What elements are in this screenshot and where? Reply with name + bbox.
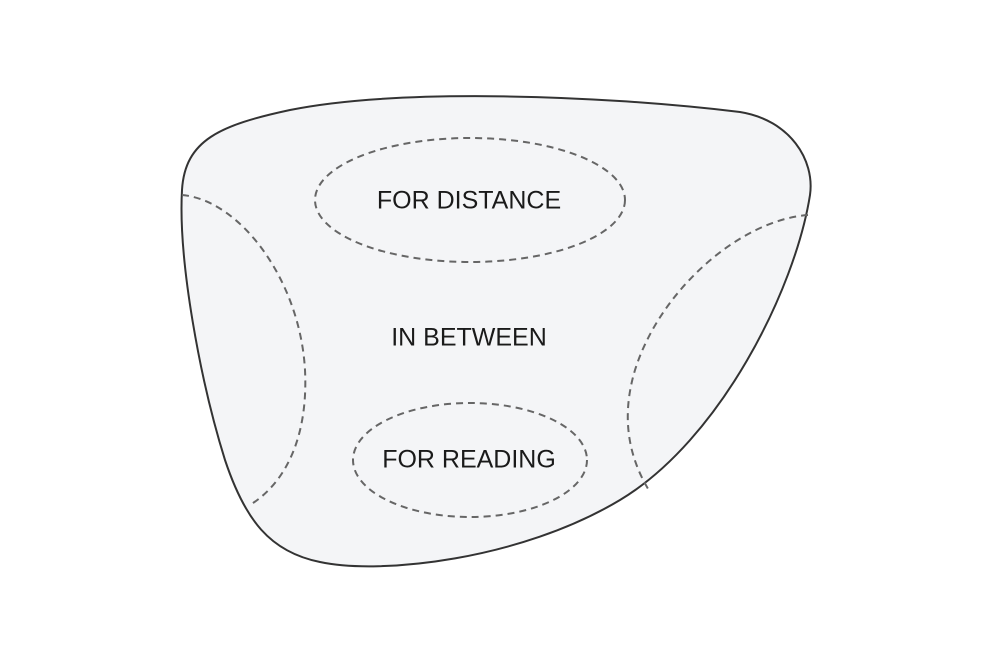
distance-zone-label: FOR DISTANCE bbox=[377, 187, 561, 215]
reading-zone-label: FOR READING bbox=[382, 446, 556, 474]
lens-outline bbox=[180, 95, 812, 568]
right-distortion-zone bbox=[626, 214, 809, 493]
left-distortion-zone bbox=[181, 194, 307, 506]
intermediate-zone-label: IN BETWEEN bbox=[391, 324, 547, 352]
distance-zone bbox=[314, 137, 626, 263]
reading-zone bbox=[352, 402, 588, 518]
